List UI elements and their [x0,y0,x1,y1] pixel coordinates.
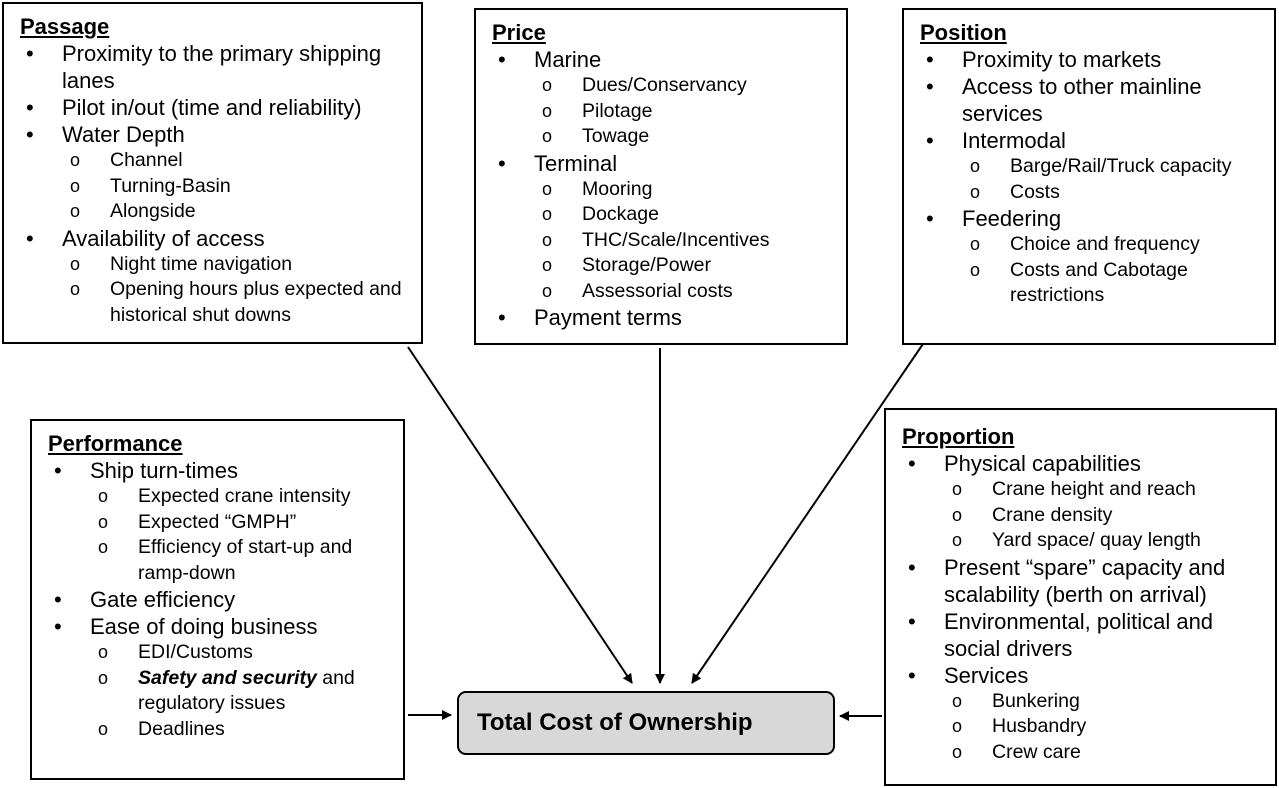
passage-box: Passage Proximity to the primary shippin… [2,2,423,344]
sub-list-item: Mooring [492,177,846,203]
proportion-list: Physical capabilities Crane height and r… [902,450,1275,765]
list-item: Availability of access [20,225,421,252]
list-item: Present “spare” capacity and scalability… [902,554,1275,608]
sub-list-item: Crane height and reach [902,477,1275,503]
performance-title: Performance [48,431,183,456]
sub-list-item: Dockage [492,202,846,228]
list-item: Ship turn-times [48,457,403,484]
sub-list-item: Pilotage [492,99,846,125]
price-title: Price [492,20,546,45]
price-list: Marine Dues/Conservancy Pilotage Towage … [492,46,846,331]
sub-list-item-safety: Safety and security and regulatory issue… [48,666,403,717]
sub-list-item: THC/Scale/Incentives [492,228,846,254]
total-cost-of-ownership-box: Total Cost of Ownership [457,691,835,755]
sub-list-item: Deadlines [48,717,403,743]
list-item: Feedering [920,205,1274,232]
position-title: Position [920,20,1007,45]
price-box: Price Marine Dues/Conservancy Pilotage T… [474,8,848,345]
list-item: Environmental, political and social driv… [902,608,1275,662]
list-item: Proximity to markets [920,46,1274,73]
list-item: Terminal [492,150,846,177]
sub-list-item: Husbandry [902,714,1275,740]
passage-list: Proximity to the primary shipping lanes … [20,40,421,328]
sub-list-item: Costs and Cabotage restrictions [920,258,1274,309]
list-item: Marine [492,46,846,73]
sub-list-item: Alongside [20,199,421,225]
list-item: Pilot in/out (time and reliability) [20,94,421,121]
performance-list: Ship turn-times Expected crane intensity… [48,457,403,742]
sub-list-item: Storage/Power [492,253,846,279]
list-item: Ease of doing business [48,613,403,640]
list-item: Intermodal [920,127,1274,154]
sub-list-item: Expected “GMPH” [48,510,403,536]
sub-list-item: Opening hours plus expected and historic… [20,277,421,328]
list-item: Access to other mainline services [920,73,1274,127]
arrow-passage [407,346,633,684]
proportion-title: Proportion [902,424,1015,449]
sub-list-item: Barge/Rail/Truck capacity [920,154,1274,180]
sub-list-item: Crew care [902,740,1275,766]
proportion-box: Proportion Physical capabilities Crane h… [884,408,1277,786]
list-item: Physical capabilities [902,450,1275,477]
passage-title: Passage [20,14,110,39]
sub-list-item: Efficiency of start-up and ramp-down [48,535,403,586]
sub-list-item: Choice and frequency [920,232,1274,258]
list-item: Water Depth [20,121,421,148]
sub-list-item: EDI/Customs [48,640,403,666]
sub-list-item: Turning-Basin [20,174,421,200]
list-item: Proximity to the primary shipping lanes [20,40,421,94]
arrow-position [691,340,926,684]
sub-list-item: Channel [20,148,421,174]
position-box: Position Proximity to markets Access to … [902,8,1276,345]
safety-rest: and regulatory issues [138,666,355,715]
sub-list-item: Bunkering [902,689,1275,715]
position-list: Proximity to markets Access to other mai… [920,46,1274,309]
sub-list-item: Towage [492,124,846,150]
list-item: Services [902,662,1275,689]
sub-list-item: Expected crane intensity [48,484,403,510]
safety-emphasis: Safety and security [138,666,317,689]
list-item: Gate efficiency [48,586,403,613]
list-item: Payment terms [492,304,846,331]
sub-list-item: Costs [920,180,1274,206]
sub-list-item: Assessorial costs [492,279,846,305]
performance-box: Performance Ship turn-times Expected cra… [30,419,405,780]
sub-list-item: Crane density [902,503,1275,529]
sub-list-item: Night time navigation [20,252,421,278]
sub-list-item: Yard space/ quay length [902,528,1275,554]
sub-list-item: Dues/Conservancy [492,73,846,99]
